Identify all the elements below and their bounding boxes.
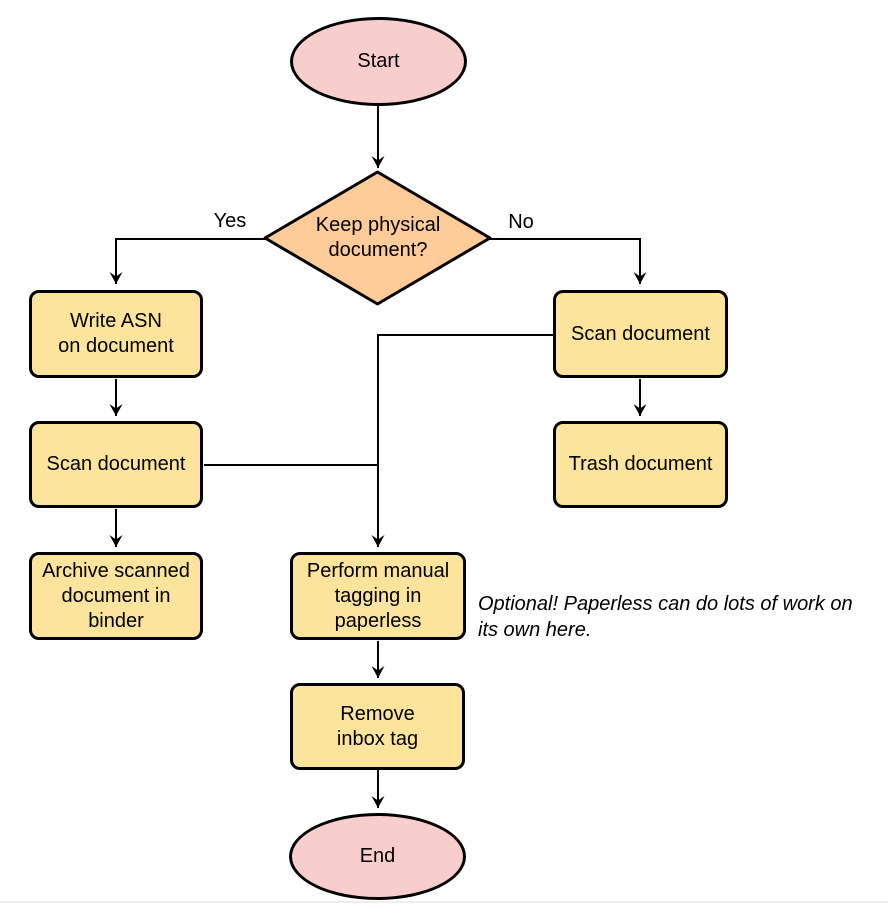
node-end-label: End <box>359 845 396 867</box>
node-perform-manual-tagging: Perform manual tagging in paperless <box>290 552 466 640</box>
node-end: End <box>289 813 466 900</box>
edge-label-yes: Yes <box>213 210 247 232</box>
node-start-label: Start <box>357 50 400 72</box>
node-write-asn-on-document-label: Write ASN on document <box>58 310 174 357</box>
node-remove-inbox-tag: Remove inbox tag <box>290 683 465 770</box>
bottom-divider <box>0 901 888 903</box>
edge-decision-yes <box>109 238 265 284</box>
node-scan-document-left: Scan document <box>29 421 203 508</box>
edge-decision-no <box>490 238 647 284</box>
node-write-asn-on-document: Write ASN on document <box>29 290 203 378</box>
node-keep-physical-document: Keep physical document? <box>278 200 478 276</box>
node-trash-document: Trash document <box>553 421 728 508</box>
node-remove-inbox-tag-label: Remove inbox tag <box>336 702 419 750</box>
optional-note: Optional! Paperless can do lots of work … <box>478 593 853 641</box>
node-scan-document-left-label: Scan document <box>46 453 186 475</box>
node-scan-document-right: Scan document <box>553 290 728 378</box>
node-trash-document-label: Trash document <box>568 453 713 475</box>
decision-diamond-shape <box>263 170 492 306</box>
edge-scanright-to-tagging <box>371 334 553 547</box>
node-archive-scanned-document-label: Archive scanned document in binder <box>42 559 190 632</box>
node-start: Start <box>290 17 467 106</box>
node-perform-manual-tagging-label: Perform manual tagging in paperless <box>306 559 450 632</box>
node-scan-document-right-label: Scan document <box>571 322 710 345</box>
node-keep-physical-document-label: Keep physical document? <box>315 214 441 261</box>
node-archive-scanned-document: Archive scanned document in binder <box>29 552 203 640</box>
edge-label-no: No <box>508 211 534 233</box>
